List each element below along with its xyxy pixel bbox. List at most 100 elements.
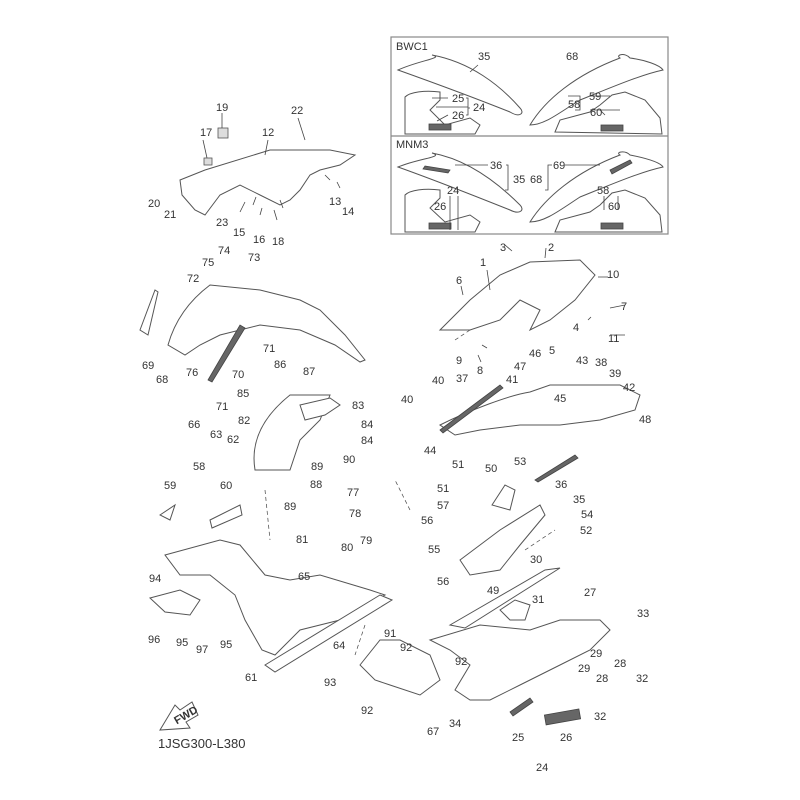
callout-72[interactable]: 72 <box>187 273 199 285</box>
callout-17[interactable]: 17 <box>200 127 212 139</box>
callout-28b[interactable]: 28 <box>596 673 608 685</box>
callout-75[interactable]: 75 <box>202 257 214 269</box>
callout-47[interactable]: 47 <box>514 361 526 373</box>
callout-80[interactable]: 80 <box>341 542 353 554</box>
callout-45[interactable]: 45 <box>554 393 566 405</box>
callout-92a[interactable]: 92 <box>400 642 412 654</box>
callout-70[interactable]: 70 <box>232 369 244 381</box>
callout-38[interactable]: 38 <box>595 357 607 369</box>
callout-94[interactable]: 94 <box>149 573 161 585</box>
callout-68[interactable]: 68 <box>156 374 168 386</box>
callout-79[interactable]: 79 <box>360 535 372 547</box>
callout-43[interactable]: 43 <box>576 355 588 367</box>
callout-67[interactable]: 67 <box>427 726 439 738</box>
callout-39[interactable]: 39 <box>609 368 621 380</box>
callout-66[interactable]: 66 <box>188 419 200 431</box>
callout-2[interactable]: 2 <box>548 242 554 254</box>
callout-85[interactable]: 85 <box>237 388 249 400</box>
callout-4[interactable]: 4 <box>573 322 579 334</box>
callout-12[interactable]: 12 <box>262 127 274 139</box>
callout-35[interactable]: 35 <box>573 494 585 506</box>
callout-55[interactable]: 55 <box>428 544 440 556</box>
callout-76[interactable]: 76 <box>186 367 198 379</box>
callout-51a[interactable]: 51 <box>452 459 464 471</box>
callout-60[interactable]: 60 <box>220 480 232 492</box>
callout-19[interactable]: 19 <box>216 102 228 114</box>
callout-84b[interactable]: 84 <box>361 435 373 447</box>
callout-71a[interactable]: 71 <box>263 343 275 355</box>
callout-46[interactable]: 46 <box>529 348 541 360</box>
callout-71b[interactable]: 71 <box>216 401 228 413</box>
callout-91[interactable]: 91 <box>384 628 396 640</box>
callout-11[interactable]: 11 <box>608 333 619 345</box>
callout-65[interactable]: 65 <box>298 571 310 583</box>
callout-83[interactable]: 83 <box>352 400 364 412</box>
callout-89a[interactable]: 89 <box>311 461 323 473</box>
callout-82[interactable]: 82 <box>238 415 250 427</box>
callout-28a[interactable]: 28 <box>614 658 626 670</box>
callout-42[interactable]: 42 <box>623 382 635 394</box>
callout-81[interactable]: 81 <box>296 534 308 546</box>
callout-48[interactable]: 48 <box>639 414 651 426</box>
callout-40a[interactable]: 40 <box>432 375 444 387</box>
callout-63[interactable]: 63 <box>210 429 222 441</box>
callout-26[interactable]: 26 <box>560 732 572 744</box>
callout-16[interactable]: 16 <box>253 234 265 246</box>
callout-53[interactable]: 53 <box>514 456 526 468</box>
callout-6[interactable]: 6 <box>456 275 462 287</box>
callout-86[interactable]: 86 <box>274 359 286 371</box>
callout-95a[interactable]: 95 <box>176 637 188 649</box>
callout-25[interactable]: 25 <box>512 732 524 744</box>
callout-34[interactable]: 34 <box>449 718 461 730</box>
callout-84a[interactable]: 84 <box>361 419 373 431</box>
callout-21[interactable]: 21 <box>164 209 176 221</box>
callout-57[interactable]: 57 <box>437 500 449 512</box>
callout-61[interactable]: 61 <box>245 672 257 684</box>
callout-44[interactable]: 44 <box>424 445 436 457</box>
callout-89b[interactable]: 89 <box>284 501 296 513</box>
callout-31[interactable]: 31 <box>532 594 544 606</box>
callout-56b[interactable]: 56 <box>437 576 449 588</box>
callout-22[interactable]: 22 <box>291 105 303 117</box>
callout-9[interactable]: 9 <box>456 355 462 367</box>
callout-3[interactable]: 3 <box>500 242 506 254</box>
callout-40b[interactable]: 40 <box>401 394 413 406</box>
callout-1[interactable]: 1 <box>480 257 486 269</box>
callout-62[interactable]: 62 <box>227 434 239 446</box>
callout-32a[interactable]: 32 <box>636 673 648 685</box>
callout-51b[interactable]: 51 <box>437 483 449 495</box>
callout-20[interactable]: 20 <box>148 198 160 210</box>
callout-29b[interactable]: 29 <box>578 663 590 675</box>
callout-10[interactable]: 10 <box>607 269 619 281</box>
callout-37[interactable]: 37 <box>456 373 468 385</box>
callout-54[interactable]: 54 <box>581 509 593 521</box>
callout-49[interactable]: 49 <box>487 585 499 597</box>
callout-69[interactable]: 69 <box>142 360 154 372</box>
callout-74[interactable]: 74 <box>218 245 230 257</box>
callout-93[interactable]: 93 <box>324 677 336 689</box>
callout-56a[interactable]: 56 <box>421 515 433 527</box>
callout-77[interactable]: 77 <box>347 487 359 499</box>
callout-78[interactable]: 78 <box>349 508 361 520</box>
callout-52[interactable]: 52 <box>580 525 592 537</box>
callout-90[interactable]: 90 <box>343 454 355 466</box>
callout-92b[interactable]: 92 <box>455 656 467 668</box>
callout-64[interactable]: 64 <box>333 640 345 652</box>
callout-23[interactable]: 23 <box>216 217 228 229</box>
callout-32b[interactable]: 32 <box>594 711 606 723</box>
callout-87[interactable]: 87 <box>303 366 315 378</box>
callout-5[interactable]: 5 <box>549 345 555 357</box>
callout-58[interactable]: 58 <box>193 461 205 473</box>
callout-33[interactable]: 33 <box>637 608 649 620</box>
callout-30[interactable]: 30 <box>530 554 542 566</box>
callout-14[interactable]: 14 <box>342 206 354 218</box>
callout-73[interactable]: 73 <box>248 252 260 264</box>
callout-15[interactable]: 15 <box>233 227 245 239</box>
callout-29a[interactable]: 29 <box>590 648 602 660</box>
callout-8[interactable]: 8 <box>477 365 483 377</box>
callout-24[interactable]: 24 <box>536 762 548 774</box>
callout-50[interactable]: 50 <box>485 463 497 475</box>
callout-7[interactable]: 7 <box>621 301 627 313</box>
callout-96[interactable]: 96 <box>148 634 160 646</box>
callout-59[interactable]: 59 <box>164 480 176 492</box>
